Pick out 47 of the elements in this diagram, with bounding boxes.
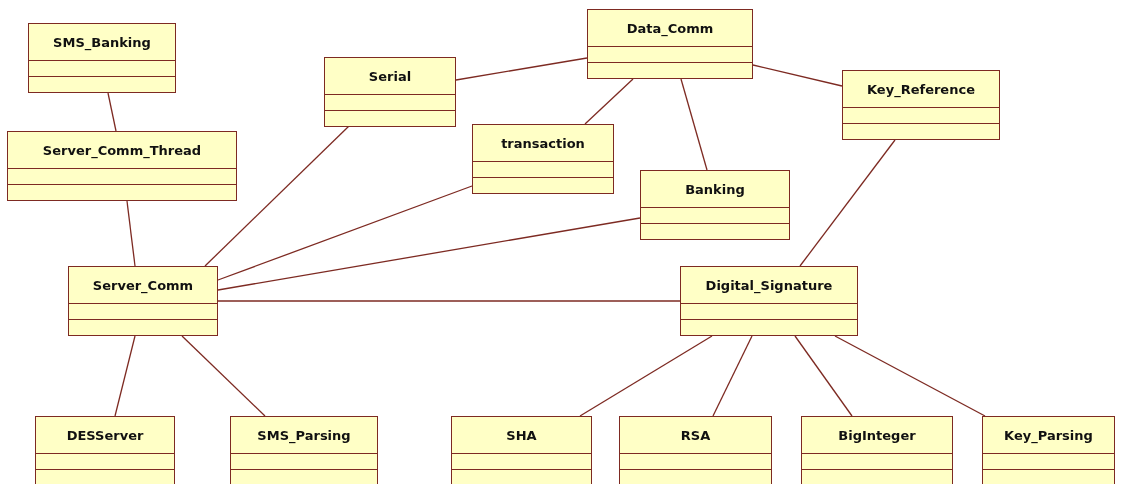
class-name: Serial: [368, 68, 412, 84]
class-name: Data_Comm: [626, 20, 714, 36]
association-line: [834, 335, 986, 417]
class-name: SMS_Banking: [53, 34, 151, 50]
class-box: [230, 416, 378, 484]
class-box: [680, 266, 858, 336]
association-line: [181, 335, 266, 417]
association-line: [584, 78, 634, 125]
association-line: [455, 57, 588, 81]
class-box: [28, 23, 176, 93]
class-box: [619, 416, 772, 484]
class-name: SHA: [506, 427, 537, 443]
class-name: transaction: [501, 135, 585, 151]
association-line: [217, 185, 473, 281]
class-name: Server_Comm: [92, 277, 194, 293]
association-line: [217, 300, 681, 302]
association-line: [680, 78, 708, 171]
association-line: [107, 92, 117, 132]
class-name: Banking: [685, 181, 745, 197]
association-line: [752, 64, 843, 87]
class-box: [68, 266, 218, 336]
class-name: BigInteger: [838, 427, 916, 443]
class-name: DESServer: [66, 427, 144, 443]
association-line: [114, 335, 136, 417]
class-box: [451, 416, 592, 484]
class-box: [35, 416, 175, 484]
class-box: [801, 416, 953, 484]
class-box: [587, 9, 753, 79]
association-line: [794, 335, 853, 417]
class-name: Key_Reference: [867, 81, 975, 97]
class-box: [640, 170, 790, 240]
class-name: Key_Parsing: [1004, 427, 1093, 443]
association-line: [204, 125, 350, 267]
association-line: [799, 139, 896, 267]
class-box: [842, 70, 1000, 140]
class-box: [982, 416, 1115, 484]
class-name: Digital_Signature: [705, 277, 833, 293]
class-name: RSA: [680, 427, 711, 443]
class-box: [472, 124, 614, 194]
association-line: [579, 335, 713, 417]
association-line: [126, 200, 136, 267]
class-name: SMS_Parsing: [257, 427, 351, 443]
class-box: [324, 57, 456, 127]
association-line: [217, 217, 641, 291]
class-name: Server_Comm_Thread: [42, 142, 202, 158]
association-line: [712, 335, 753, 417]
class-box: [7, 131, 237, 201]
